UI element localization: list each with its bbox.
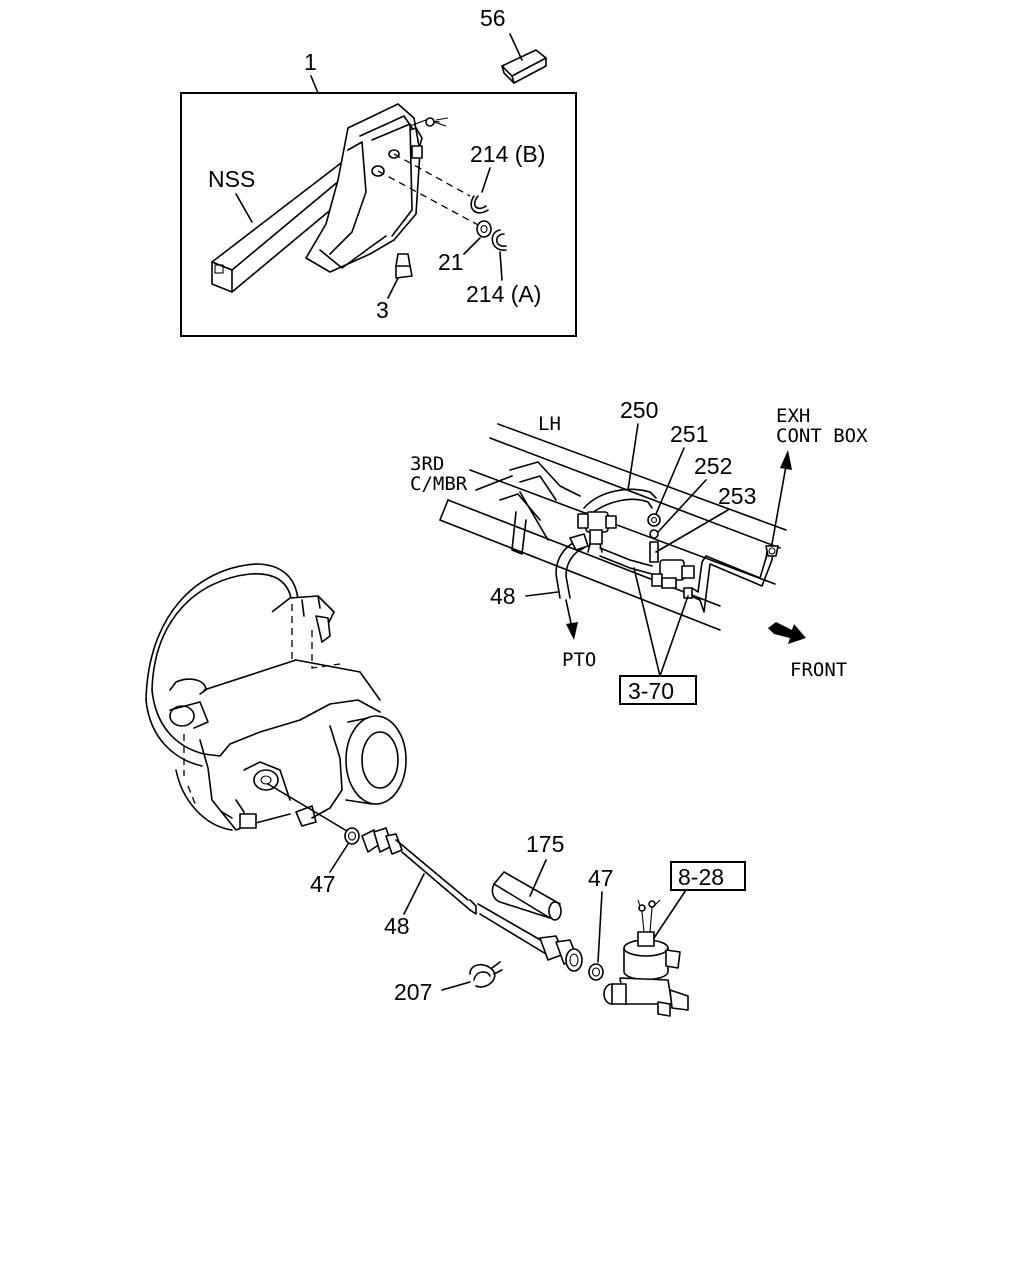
clamp-207-drawing	[469, 961, 503, 988]
callout-exh-line1: EXH	[776, 405, 810, 427]
callout-47-left: 47	[310, 871, 336, 897]
washer-21-drawing	[476, 220, 492, 238]
reference-box-3-70	[619, 675, 697, 705]
callout-pto: PTO	[562, 649, 596, 671]
chassis-frame-drawing	[439, 423, 787, 631]
callout-250: 250	[620, 397, 658, 423]
o-ring-47-left-drawing	[344, 827, 360, 845]
clip-214a-drawing	[491, 229, 507, 251]
callout-48-upper: 48	[490, 583, 516, 609]
front-arrow-icon	[768, 622, 806, 644]
callout-251: 251	[670, 421, 708, 447]
callout-207: 207	[394, 979, 432, 1005]
valve-8-28-drawing	[603, 899, 689, 1017]
reference-3-70[interactable]: 3-70	[628, 678, 674, 704]
callout-214a: 214 (A)	[466, 281, 541, 307]
callout-175: 175	[526, 831, 564, 857]
callout-252: 252	[694, 453, 732, 479]
valve-lower-drawing	[651, 559, 695, 589]
assembly-1-frame	[180, 92, 577, 337]
callout-56: 56	[480, 5, 506, 31]
callout-1: 1	[304, 49, 317, 75]
callout-47-right: 47	[588, 865, 614, 891]
callout-exh-line2: CONT BOX	[776, 425, 868, 447]
transmission-drawing	[145, 563, 407, 831]
callout-lh: LH	[538, 413, 561, 435]
hose-48-upper-drawing	[555, 533, 589, 599]
o-ring-47-right-drawing	[588, 963, 604, 981]
callout-253: 253	[718, 483, 756, 509]
callout-214b: 214 (B)	[470, 141, 545, 167]
callout-48-lower: 48	[384, 913, 410, 939]
clip-214b-drawing	[470, 195, 489, 214]
sleeve-175-drawing	[491, 871, 562, 921]
part-56-cover-drawing	[501, 33, 547, 84]
arrow-to-exh-cont-box	[771, 450, 792, 545]
pedal-bracket-drawing	[211, 103, 481, 293]
callout-3rd-line1: 3RD	[410, 453, 444, 475]
callout-21: 21	[438, 249, 464, 275]
callout-nss: NSS	[208, 166, 255, 192]
arrow-to-pto	[565, 599, 578, 640]
callout-front: FRONT	[790, 659, 847, 681]
reference-8-28[interactable]: 8-28	[678, 864, 724, 890]
callout-3rd-line2: C/MBR	[410, 473, 468, 495]
callout-3: 3	[376, 297, 389, 323]
pipe-253-drawing	[599, 545, 779, 613]
hose-48-lower-drawing	[361, 827, 583, 972]
fitting-251-252-drawing	[647, 513, 661, 563]
reference-box-8-28	[670, 861, 746, 891]
